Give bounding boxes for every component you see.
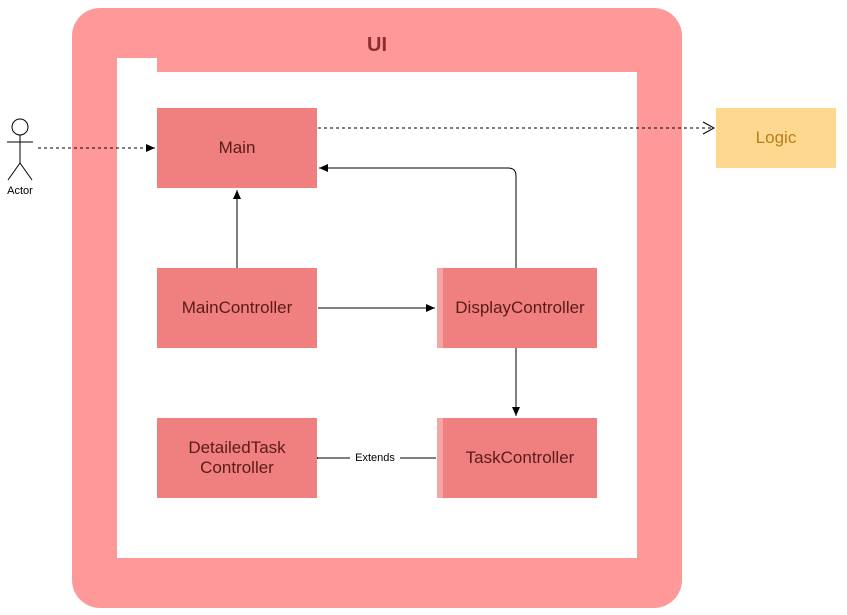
box-detailed-task-controller-label: DetailedTask Controller	[188, 438, 285, 478]
edge-displaycontroller-to-main	[319, 164, 517, 268]
ui-container-notch	[157, 58, 637, 72]
ui-container-title: UI	[367, 34, 387, 56]
box-task-controller-label: TaskController	[465, 448, 575, 467]
box-logic-label: Logic	[755, 128, 797, 147]
box-display-controller: DisplayController	[437, 268, 597, 348]
box-main-controller-label: MainController	[181, 298, 293, 317]
box-task-controller: TaskController	[437, 418, 597, 498]
box-display-controller-label: DisplayController	[455, 298, 585, 317]
box-main: Main	[157, 108, 317, 188]
box-logic: Logic	[716, 108, 836, 168]
box-detailed-task-controller: DetailedTask Controller	[157, 418, 317, 498]
box-detailed-task-line1: DetailedTask	[188, 438, 286, 457]
box-detailed-task-line2: Controller	[200, 458, 274, 477]
actor-label: Actor	[7, 185, 33, 197]
box-main-controller: MainController	[157, 268, 317, 348]
box-main-label: Main	[218, 138, 256, 157]
edge-label-extends: Extends	[350, 452, 400, 464]
actor-icon	[7, 118, 33, 181]
